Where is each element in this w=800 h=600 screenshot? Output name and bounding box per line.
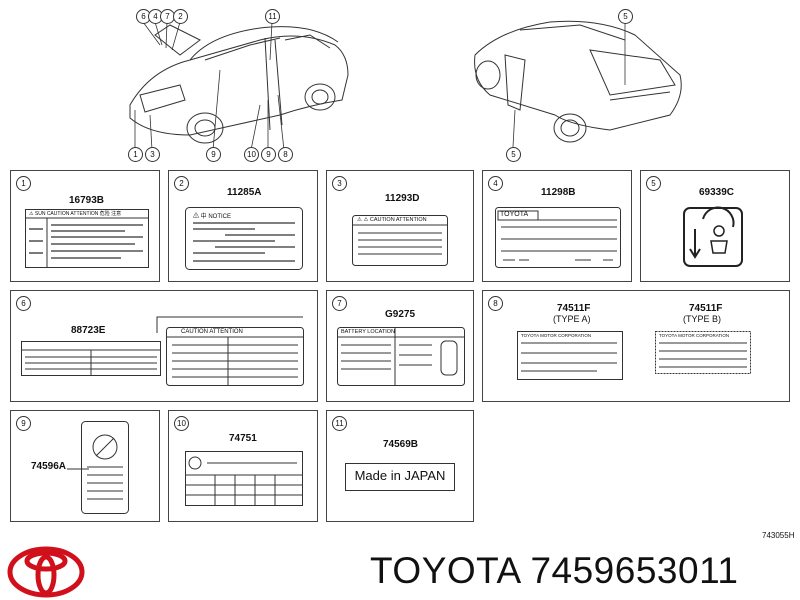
callout-10: 10 [244,147,259,162]
part-number: 11298B [541,187,576,198]
callout-11: 11 [265,9,280,24]
part-number: 74596A [31,461,67,472]
child-lock-icon [683,206,743,267]
label-type-a-text: TOYOTA MOTOR CORPORATION [521,333,592,338]
panel-5: 5 69339C [640,170,790,282]
panel-10: 10 74751 [168,410,318,522]
panel-number: 7 [332,296,347,311]
panel-number: 8 [488,296,503,311]
made-in-japan-label: Made in JAPAN [345,463,455,491]
toyota-logo-icon [7,546,85,598]
panel-11: 11 74569B Made in JAPAN [326,410,474,522]
label-header-text: ⚠ 中 NOTICE [193,214,232,220]
panel-number: 1 [16,176,31,191]
panel-8: 8 74511F (TYPE A) 74511F (TYPE B) TOYOTA… [482,290,790,402]
leader-line [67,468,89,470]
label-drawing-large [166,327,304,386]
label-header-text: ⚠ SUN CAUTION ATTENTION 危险 注意 [29,211,122,217]
label-type-b [655,331,751,374]
callout-2: 2 [173,9,188,24]
label-type-b-text: TOYOTA MOTOR CORPORATION [659,333,730,338]
diagram-code: 743055H [762,531,795,540]
part-number: 69339C [699,187,735,198]
panel-6: 6 88723E CAUTION ATTENTION [10,290,318,402]
label-drawing-small [21,341,161,376]
label-drawing [185,207,303,270]
callout-9b: 9 [261,147,276,162]
callout-5-top: 5 [618,9,633,24]
callout-1: 1 [128,147,143,162]
part-number: 74751 [229,433,257,444]
part-number-type-b: 74511F [689,303,723,314]
part-number: G9275 [385,309,416,320]
callout-9a: 9 [206,147,221,162]
label-drawing [495,207,621,268]
panel-number: 11 [332,416,347,431]
label-drawing [185,451,303,506]
label-drawing [352,215,448,266]
part-number: 16793B [69,195,105,206]
label-type-a [517,331,623,380]
part-number: 88723E [71,325,106,336]
panel-number: 3 [332,176,347,191]
panel-number: 6 [16,296,31,311]
panel-3: 3 11293D ⚠ ⚠ CAUTION ATTENTION [326,170,474,282]
type-b-caption: (TYPE B) [683,314,722,324]
panel-number: 2 [174,176,189,191]
part-number: 11293D [385,193,420,204]
panel-9: 9 74596A [10,410,160,522]
panel-7: 7 G9275 BATTERY LOCATION [326,290,474,402]
panel-number: 5 [646,176,661,191]
label-brand-text: TOYOTA [500,211,529,218]
label-header-text: CAUTION ATTENTION [181,329,243,335]
label-drawing [25,209,149,268]
panel-4: 4 11298B TOYOTA [482,170,632,282]
part-number: 74569B [383,439,419,450]
rear-car-illustration [474,20,682,148]
callout-7: 7 [160,9,175,24]
panel-1: 1 16793B ⚠ SUN CAUTION ATTENTION 危险 注意 [10,170,160,282]
label-drawing [81,421,129,514]
callout-8: 8 [278,147,293,162]
panel-number: 10 [174,416,189,431]
label-header-text: BATTERY LOCATION [341,329,395,335]
leader-line [156,316,303,333]
panel-number: 9 [16,416,31,431]
part-number-type-a: 74511F [557,303,591,314]
part-number: 11285A [227,187,262,198]
panel-number: 4 [488,176,503,191]
label-drawing [337,327,465,386]
front-car-illustration [129,21,349,151]
type-a-caption: (TYPE A) [553,314,591,324]
callout-5-bottom: 5 [506,147,521,162]
callout-3: 3 [145,147,160,162]
brand-part-number-title: TOYOTA 7459653011 [370,550,739,591]
label-header-text: ⚠ ⚠ CAUTION ATTENTION [357,217,427,223]
panel-2: 2 11285A ⚠ 中 NOTICE [168,170,318,282]
